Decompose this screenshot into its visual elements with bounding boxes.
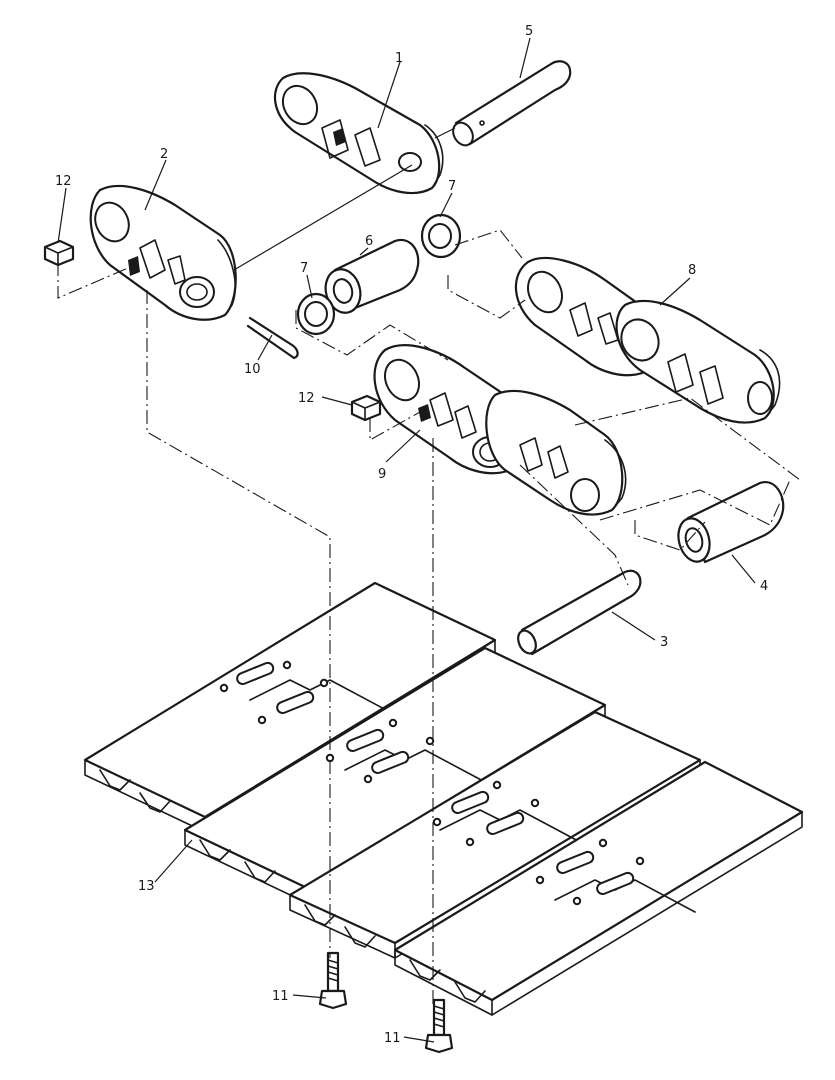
callout-5: 5	[525, 24, 533, 39]
callout-1: 1	[395, 51, 403, 66]
track-shoe-assembly	[83, 581, 804, 1016]
retaining-clip	[246, 316, 299, 360]
callout-10: 10	[244, 362, 261, 377]
track-bolt-left	[318, 951, 348, 1010]
bushing-lower	[677, 481, 785, 564]
track-nut-center	[350, 394, 382, 422]
callout-9: 9	[378, 467, 386, 482]
callout-3: 3	[660, 635, 668, 650]
callout-11-right: 11	[384, 1031, 401, 1046]
bushing-center	[324, 238, 420, 314]
seal-ring-upper	[420, 213, 462, 259]
track-link-top	[273, 72, 444, 195]
track-pin-upper	[452, 60, 572, 147]
callout-11-left: 11	[272, 989, 289, 1004]
track-bolt-right	[424, 998, 454, 1054]
callout-8: 8	[688, 263, 696, 278]
seal-ring-lower	[296, 292, 336, 336]
callout-12-left: 12	[55, 174, 72, 189]
track-link-master	[373, 344, 627, 516]
callout-7-upper: 7	[448, 179, 456, 194]
callout-leaders	[57, 37, 756, 1043]
track-link-right	[514, 256, 781, 424]
callout-13: 13	[138, 879, 155, 894]
callout-12-center: 12	[298, 391, 315, 406]
callout-7-lower: 7	[300, 261, 308, 276]
track-nut-left	[43, 239, 75, 267]
callout-6: 6	[365, 234, 373, 249]
shoe-bolt-holes	[219, 660, 645, 906]
callout-2: 2	[160, 147, 168, 162]
track-shoe-front	[393, 760, 804, 1016]
callout-labels: 1 2 3 4 5 6 7 7 8 9 10 11 11 12 12 13	[55, 24, 768, 1046]
track-pin-lower	[517, 569, 642, 656]
track-link-left	[89, 184, 237, 321]
callout-4: 4	[760, 579, 768, 594]
assembly-lines	[57, 127, 801, 1005]
